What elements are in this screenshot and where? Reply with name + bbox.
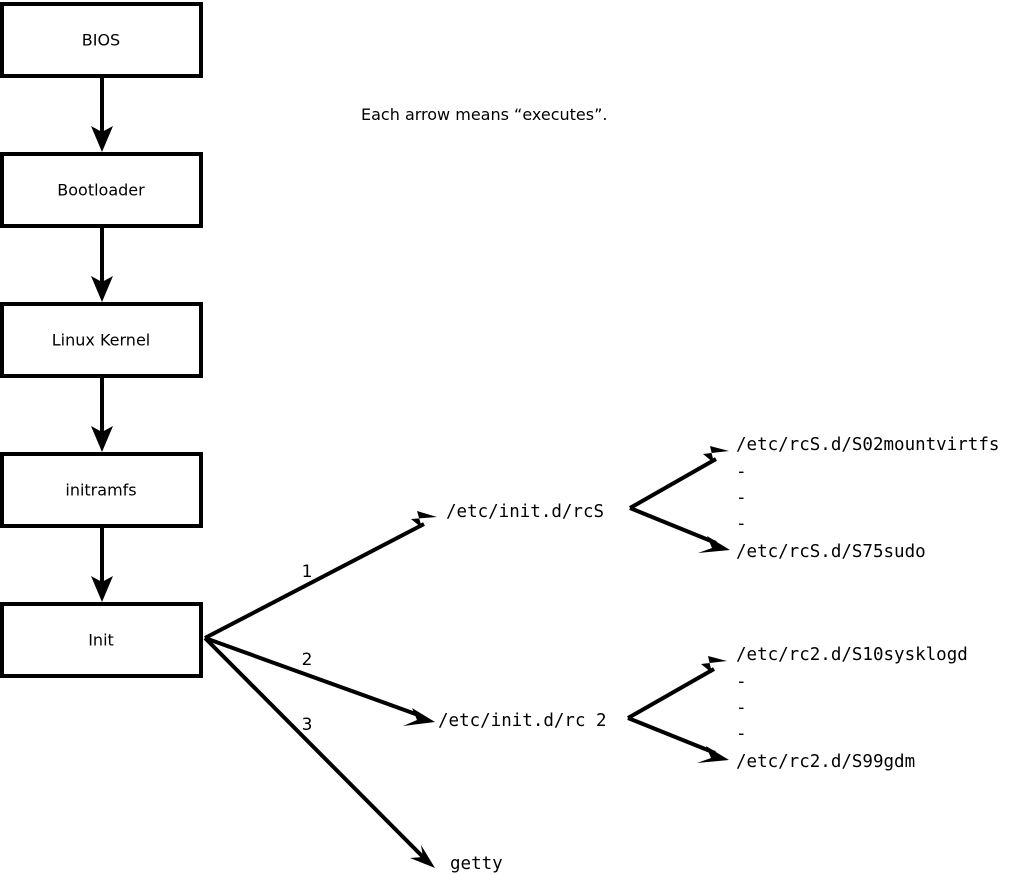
- branch-label-getty[interactable]: getty: [450, 854, 503, 874]
- stage-box-bios[interactable]: BIOS: [0, 2, 203, 78]
- rcs-ellipsis-dash-1: -: [736, 462, 747, 482]
- rc2-script-first[interactable]: /etc/rc2.d/S10sysklogd: [736, 645, 968, 665]
- branch-number-2: 2: [302, 650, 313, 670]
- stage-box-init[interactable]: Init: [0, 602, 203, 678]
- stage-label-init: Init: [88, 631, 114, 650]
- arrow-init-to-rc2: [204, 636, 435, 726]
- rcs-script-first[interactable]: /etc/rcS.d/S02mountvirtfs: [736, 435, 999, 455]
- arrow-kernel-to-initramfs: [91, 378, 113, 452]
- diagram-caption: Each arrow means “executes”.: [361, 105, 607, 124]
- stage-label-bootloader: Bootloader: [57, 181, 145, 200]
- stage-box-linux-kernel[interactable]: Linux Kernel: [0, 302, 203, 378]
- arrow-rc2-to-first-script: [627, 656, 727, 720]
- stage-box-bootloader[interactable]: Bootloader: [0, 152, 203, 228]
- stage-box-initramfs[interactable]: initramfs: [0, 452, 203, 528]
- branch-number-1: 1: [302, 562, 313, 582]
- arrow-init-to-getty: [203, 636, 435, 868]
- rc2-ellipsis-dash-3: -: [736, 724, 747, 744]
- stage-label-initramfs: initramfs: [65, 481, 136, 500]
- branch-label-rcs[interactable]: /etc/init.d/rcS: [446, 502, 604, 522]
- stage-label-linux-kernel: Linux Kernel: [52, 331, 150, 350]
- rc2-script-last[interactable]: /etc/rc2.d/S99gdm: [736, 752, 915, 772]
- rcs-script-last[interactable]: /etc/rcS.d/S75sudo: [736, 542, 926, 562]
- rcs-ellipsis-dash-3: -: [736, 514, 747, 534]
- arrow-rcs-to-last-script: [629, 506, 730, 553]
- rc2-ellipsis-dash-1: -: [736, 672, 747, 692]
- arrow-init-to-rcs: [204, 511, 437, 640]
- branch-label-rc2[interactable]: /etc/init.d/rc 2: [438, 711, 607, 731]
- arrow-rcs-to-first-script: [629, 446, 729, 510]
- rcs-ellipsis-dash-2: -: [736, 488, 747, 508]
- arrow-bios-to-bootloader: [91, 78, 113, 152]
- stage-label-bios: BIOS: [82, 31, 120, 50]
- arrow-initramfs-to-init: [91, 528, 113, 602]
- arrow-rc2-to-last-script: [627, 716, 729, 763]
- rc2-ellipsis-dash-2: -: [736, 698, 747, 718]
- arrow-bootloader-to-kernel: [91, 228, 113, 302]
- branch-number-3: 3: [302, 715, 313, 735]
